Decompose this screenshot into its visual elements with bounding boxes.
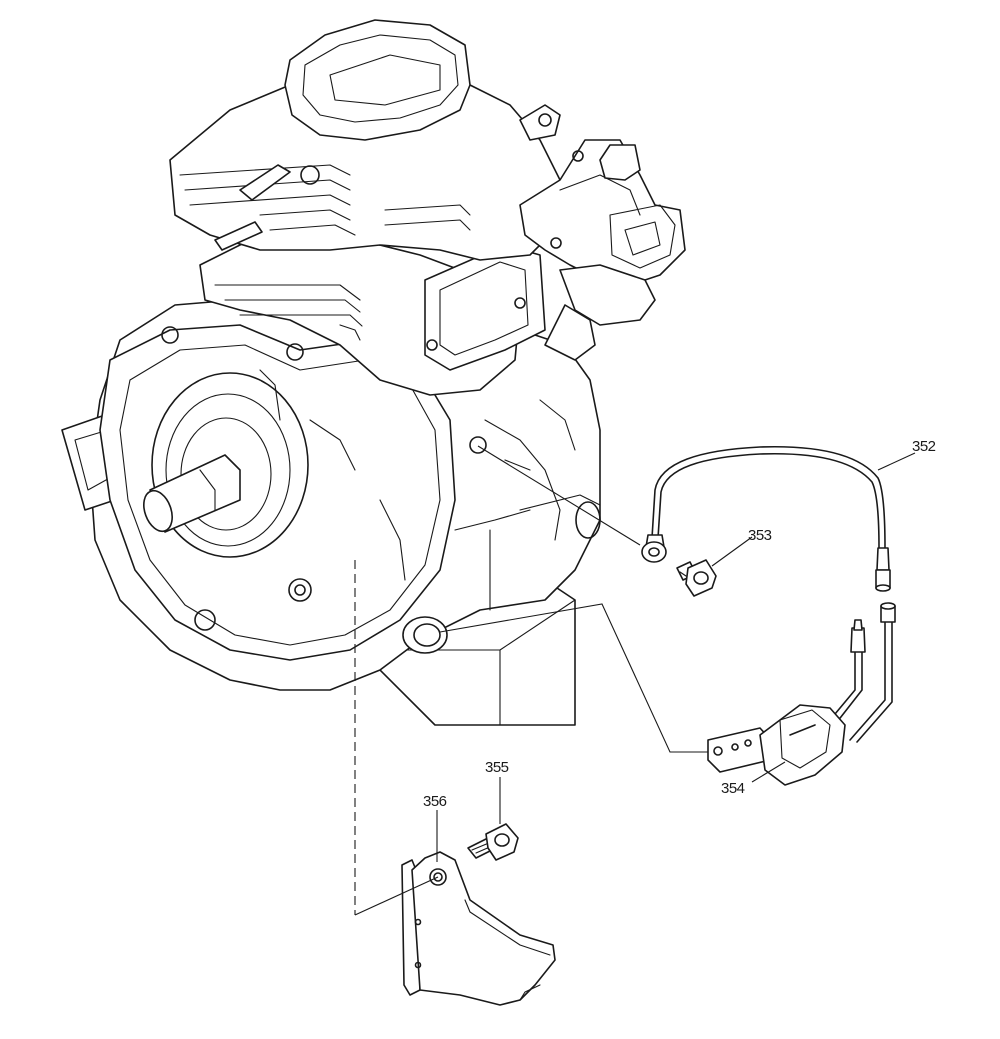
callout-356-label: 356	[423, 793, 447, 810]
part-354-oil-switch	[707, 602, 896, 786]
callout-353: 353	[711, 527, 772, 567]
callout-353-label: 353	[748, 527, 772, 544]
callout-355-label: 355	[485, 759, 509, 776]
callout-354: 354	[721, 761, 786, 797]
callout-356: 356	[423, 793, 447, 862]
callout-352: 352	[877, 438, 936, 471]
part-353-bolt	[676, 559, 717, 597]
assembly-leader-lines	[354, 445, 708, 916]
engine-assembly	[61, 19, 686, 726]
callout-354-label: 354	[721, 780, 745, 797]
callout-352-label: 352	[912, 438, 936, 455]
part-352-lead-wire	[641, 445, 891, 592]
callout-355: 355	[485, 759, 509, 824]
part-356-bracket	[401, 851, 556, 1006]
part-355-bolt	[467, 823, 519, 861]
